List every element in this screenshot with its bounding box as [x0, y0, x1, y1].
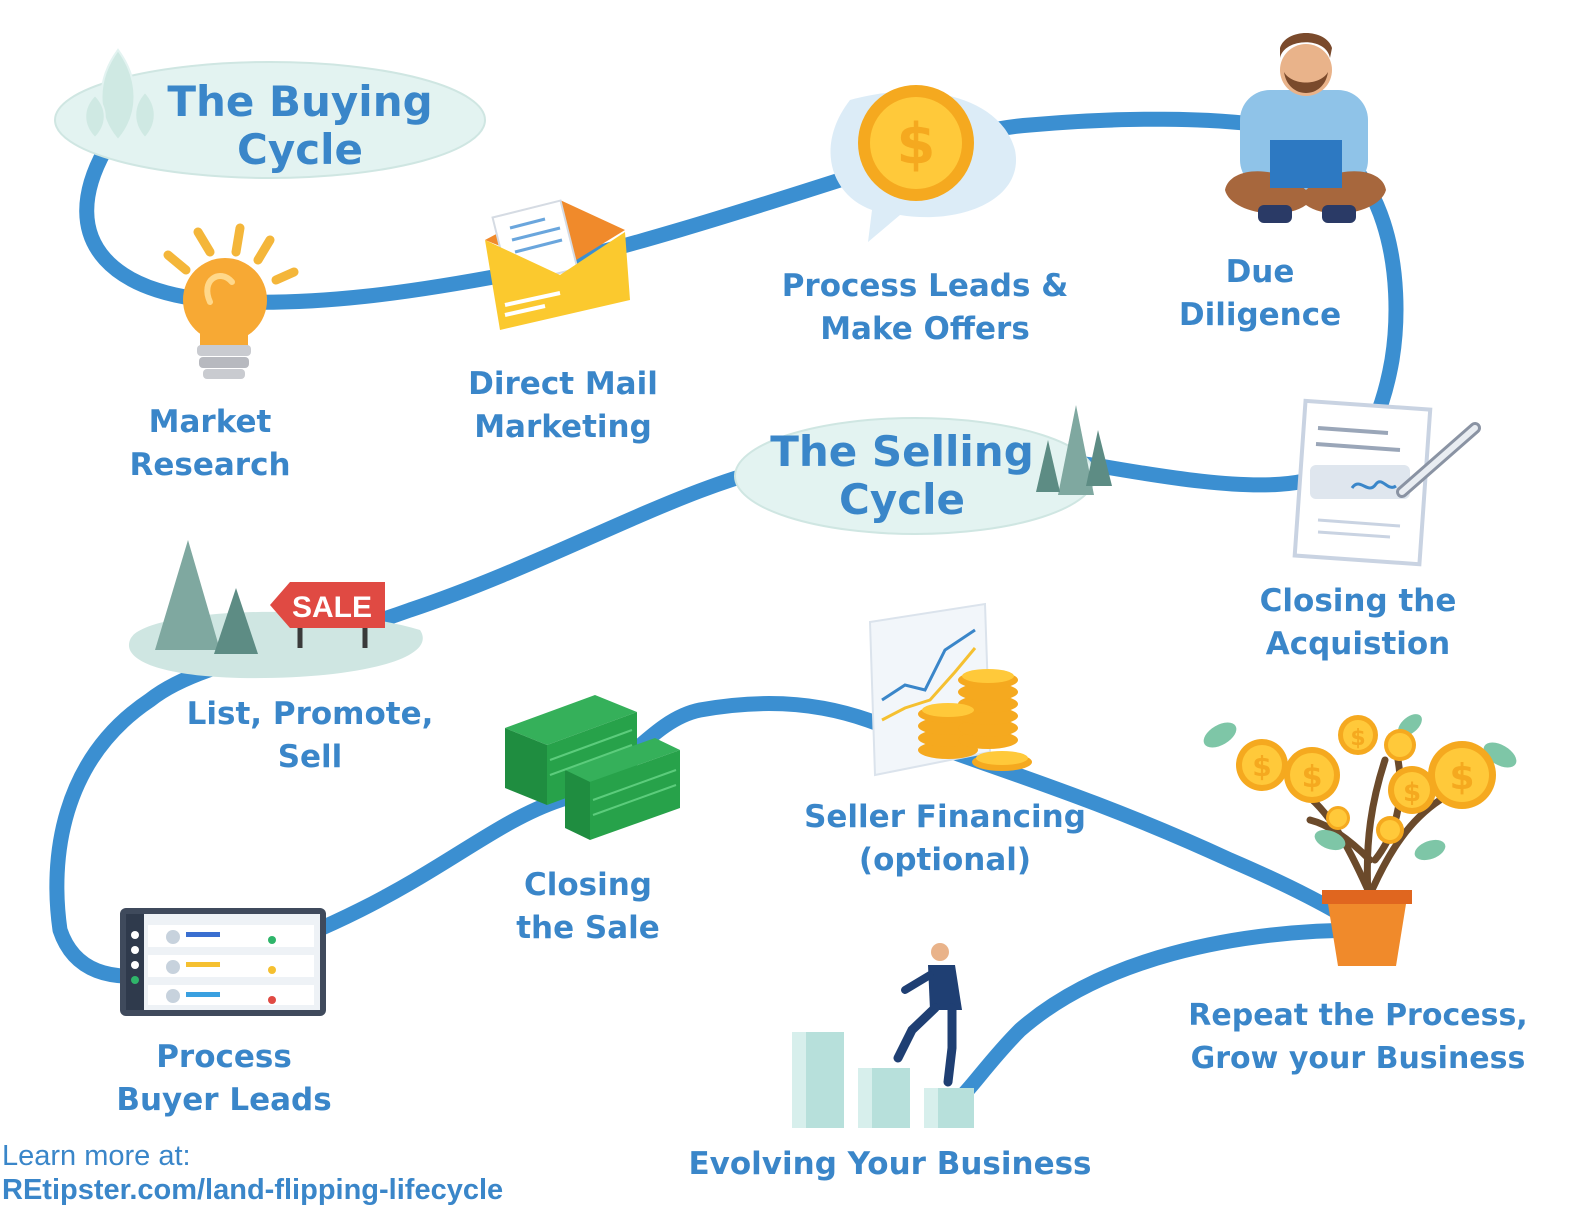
step-label-process-buyer-leads: Process Buyer Leads: [104, 1036, 344, 1122]
title-line: Cycle: [839, 475, 965, 524]
label-line: Process: [156, 1039, 292, 1075]
chart-coins-icon: [868, 602, 1032, 777]
buying-cycle-badge: [54, 48, 486, 179]
label-line: Process Leads &: [781, 268, 1069, 304]
crm-screen-icon: [120, 908, 326, 1016]
label-line: Due: [1225, 254, 1295, 290]
step-label-list-promote-sell: List, Promote, Sell: [170, 693, 450, 779]
svg-text:$: $: [897, 112, 936, 177]
step-label-due-diligence: Due Diligence: [1160, 251, 1360, 337]
signed-document-icon: [1292, 398, 1481, 567]
step-label-closing-acquisition: Closing the Acquistion: [1228, 580, 1488, 666]
label-line: Sell: [277, 739, 343, 775]
footer-learn-more: Learn more at:: [2, 1140, 191, 1172]
title-line: Cycle: [237, 125, 363, 174]
tree-icon: [1036, 405, 1112, 495]
title-line: The Buying: [167, 77, 433, 126]
step-label-evolving: Evolving Your Business: [680, 1143, 1100, 1186]
title-line: The Selling: [770, 427, 1034, 476]
step-label-closing-sale: Closing the Sale: [488, 864, 688, 950]
reading-person-icon: [1225, 33, 1386, 223]
svg-text:$: $: [1403, 778, 1421, 808]
leaf-icon: [84, 48, 156, 142]
envelope-icon: [485, 199, 630, 330]
label-line: Closing: [523, 867, 652, 903]
svg-text:$: $: [1449, 757, 1474, 798]
svg-text:$: $: [1302, 760, 1323, 795]
label-line: Research: [129, 447, 291, 483]
step-label-process-leads: Process Leads & Make Offers: [770, 265, 1080, 351]
label-line: Market: [148, 404, 272, 440]
label-line: Diligence: [1178, 297, 1342, 333]
step-label-repeat: Repeat the Process, Grow your Business: [1168, 994, 1548, 1080]
label-line: Marketing: [474, 409, 652, 445]
label-line: Buyer Leads: [116, 1082, 332, 1118]
label-line: List, Promote,: [186, 696, 434, 732]
step-label-seller-financing: Seller Financing (optional): [795, 796, 1095, 882]
label-line: Seller Financing: [804, 799, 1086, 835]
label-line: Closing the: [1259, 583, 1457, 619]
label-line: (optional): [858, 842, 1032, 878]
footer-url[interactable]: REtipster.com/land-flipping-lifecycle: [2, 1174, 504, 1206]
label-line: Grow your Business: [1190, 1041, 1526, 1076]
label-line: Repeat the Process,: [1188, 998, 1528, 1033]
sale-sign-icon: SALE: [128, 540, 423, 679]
step-label-direct-mail: Direct Mail Marketing: [438, 363, 688, 449]
label-line: Direct Mail: [468, 366, 658, 402]
money-tree-icon: $ $ $ $ $: [1203, 714, 1517, 966]
buying-cycle-title: The Buying Cycle: [150, 78, 450, 174]
dollar-coin-icon: $ $ $ $ $: [1236, 715, 1496, 844]
label-line: the Sale: [516, 910, 660, 946]
cash-stack-icon: [505, 695, 680, 840]
selling-cycle-badge: [734, 405, 1112, 535]
svg-text:$: $: [1350, 726, 1365, 751]
label-line: Evolving Your Business: [688, 1146, 1092, 1182]
dollar-coin-icon: $: [830, 85, 1017, 243]
label-line: Make Offers: [820, 311, 1030, 347]
selling-cycle-title: The Selling Cycle: [752, 428, 1052, 524]
lightbulb-icon: [163, 223, 299, 379]
label-line: Acquistion: [1265, 626, 1451, 662]
svg-text:$: $: [1252, 750, 1271, 783]
stairs-climber-icon: [792, 943, 974, 1128]
sale-sign-label: SALE: [292, 591, 372, 624]
step-label-market-research: Market Research: [90, 401, 330, 487]
